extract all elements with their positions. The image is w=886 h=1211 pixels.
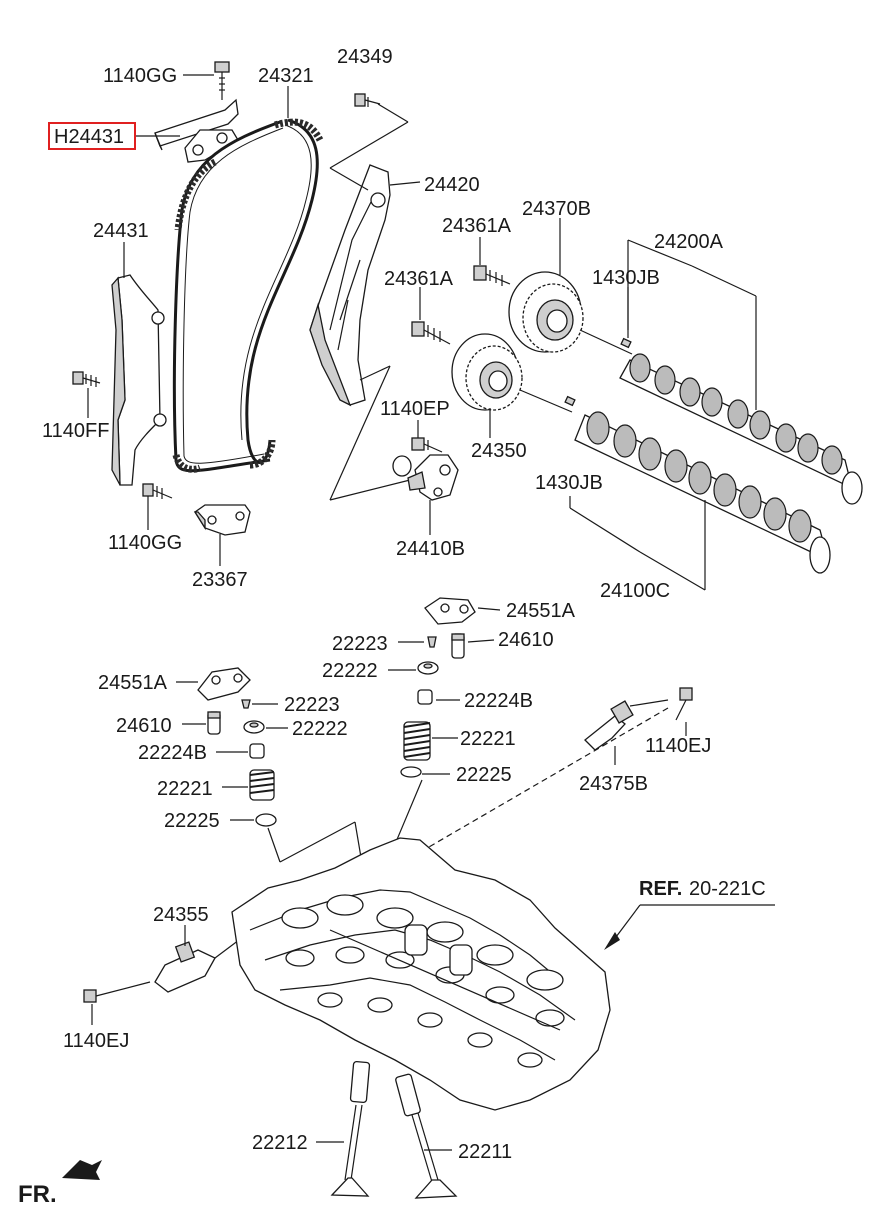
label-1430jb-lower[interactable]: 1430JB	[535, 472, 603, 494]
valve-keeper-22223-left	[241, 699, 251, 709]
valve-22212	[330, 1060, 371, 1197]
retainer-22222-left	[243, 720, 265, 734]
washer-22225-right	[400, 766, 422, 778]
label-24375b[interactable]: 24375B	[579, 773, 648, 795]
label-22221-left[interactable]: 22221	[157, 778, 213, 800]
label-22211[interactable]: 22211	[458, 1141, 512, 1163]
label-22212[interactable]: 22212	[252, 1132, 308, 1154]
rocker-24551a-right	[424, 597, 476, 625]
label-ref-number[interactable]: 20-221C	[689, 878, 766, 900]
label-22223-left[interactable]: 22223	[284, 694, 340, 716]
label-24610-left[interactable]: 24610	[116, 715, 172, 737]
label-1140ej-right[interactable]: 1140EJ	[645, 735, 711, 757]
rocker-24551a-left	[197, 667, 251, 701]
bolt-1140ej-left	[83, 981, 151, 1003]
highlight-box	[48, 122, 136, 150]
label-front: FR.	[18, 1181, 57, 1208]
seal-22224b-right	[417, 689, 433, 705]
label-1430jb-upper[interactable]: 1430JB	[592, 267, 660, 289]
valve-keeper-22223-right	[427, 636, 437, 648]
lash-adjuster-24610-right	[451, 633, 465, 659]
label-1140ej-left[interactable]: 1140EJ	[63, 1030, 129, 1052]
bolt-1140gg-top	[214, 61, 230, 100]
spring-22221-left	[249, 769, 275, 801]
bracket-23367	[193, 504, 251, 536]
ref-arrow	[604, 904, 775, 950]
label-24410b[interactable]: 24410B	[396, 538, 465, 560]
label-24349[interactable]: 24349	[337, 46, 393, 68]
label-24551a-left[interactable]: 24551A	[98, 672, 168, 694]
chain-guide-top	[154, 98, 239, 163]
front-arrow-icon	[62, 1160, 102, 1180]
lash-adjuster-24610-left	[207, 711, 221, 735]
label-1140gg-top[interactable]: 1140GG	[103, 65, 177, 87]
label-ref-bold[interactable]: REF.	[639, 878, 682, 900]
bolt-24349	[354, 93, 381, 107]
label-1140ep[interactable]: 1140EP	[380, 398, 450, 420]
label-22222-left[interactable]: 22222	[292, 718, 348, 740]
camshaft-24100c	[519, 389, 831, 574]
bolt-24361a-lower	[411, 321, 451, 345]
spring-22221-right	[403, 721, 431, 761]
label-22223-right[interactable]: 22223	[332, 633, 388, 655]
label-22224b-left[interactable]: 22224B	[138, 742, 207, 764]
washer-22225-left	[255, 813, 277, 827]
label-1140ff[interactable]: 1140FF	[42, 420, 109, 442]
label-24361a-lower[interactable]: 24361A	[384, 268, 454, 290]
label-leaders	[87, 74, 687, 1151]
bolt-1140gg-bottom	[142, 483, 173, 499]
label-23367[interactable]: 23367	[192, 569, 248, 591]
label-22221-right[interactable]: 22221	[460, 728, 516, 750]
chain-tensioner-arm-24420	[309, 164, 391, 407]
chain-guide-24431	[111, 274, 167, 486]
label-24551a-right[interactable]: 24551A	[506, 600, 576, 622]
leader-lines-chain	[329, 103, 411, 501]
label-22225-left[interactable]: 22225	[164, 810, 220, 832]
cam-sprocket-24350	[451, 333, 523, 411]
label-24100c[interactable]: 24100C	[600, 580, 670, 602]
seal-22224b-left	[249, 743, 265, 759]
tensioner-24410b	[392, 454, 459, 501]
timing-chain	[172, 118, 324, 473]
label-22222-right[interactable]: 22222	[322, 660, 378, 682]
label-22224b-right[interactable]: 22224B	[464, 690, 533, 712]
cylinder-head	[231, 837, 611, 1111]
label-24321[interactable]: 24321	[258, 65, 314, 87]
label-22225-right[interactable]: 22225	[456, 764, 512, 786]
bolt-1140ff	[72, 371, 101, 387]
label-24370b[interactable]: 24370B	[522, 198, 591, 220]
label-24420[interactable]: 24420	[424, 174, 480, 196]
label-24361a-upper[interactable]: 24361A	[442, 215, 512, 237]
camshaft-24200a	[579, 329, 863, 505]
label-24355[interactable]: 24355	[153, 904, 209, 926]
label-24431[interactable]: 24431	[93, 220, 149, 242]
label-24610-right[interactable]: 24610	[498, 629, 554, 651]
retainer-22222-right	[417, 661, 439, 675]
bolt-24361a-upper	[473, 265, 511, 286]
label-24200a[interactable]: 24200A	[654, 231, 724, 253]
cam-sprocket-24370b	[508, 271, 584, 353]
bolt-1140ej-right	[675, 687, 693, 721]
label-1140gg-bottom[interactable]: 1140GG	[108, 532, 182, 554]
valve-22211	[395, 1073, 458, 1199]
label-h24431[interactable]: H24431	[54, 126, 124, 148]
label-24350[interactable]: 24350	[471, 440, 527, 462]
bolt-1140ep	[411, 437, 443, 453]
